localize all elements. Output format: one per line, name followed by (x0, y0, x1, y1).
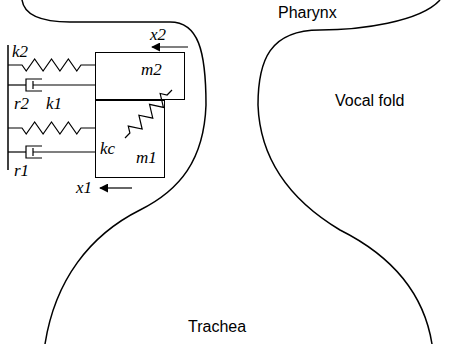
left-fold-outline (22, 0, 206, 344)
mass-label: m2 (141, 61, 162, 80)
mass-block: m2 (95, 52, 185, 100)
mass-label: m1 (136, 149, 157, 168)
damper-r1 (8, 146, 95, 158)
region-label: Trachea (188, 318, 246, 336)
stiffness-label: kc (100, 140, 115, 159)
displacement-label: x2 (150, 26, 166, 45)
right-fold-outline (258, 0, 440, 344)
damping-label: r2 (14, 95, 29, 114)
damping-label: r1 (14, 162, 29, 181)
spring-damper-group (8, 59, 172, 158)
stiffness-label: k1 (46, 95, 62, 114)
x2-arrow (152, 46, 188, 47)
x1-arrow (100, 187, 132, 188)
spring-k1 (8, 122, 95, 134)
stiffness-label: k2 (12, 43, 28, 62)
displacement-label: x1 (76, 179, 92, 198)
fixed-wall (7, 45, 9, 170)
region-label: Vocal fold (335, 92, 404, 110)
mass-block: m1 (95, 100, 165, 178)
region-label: Pharynx (278, 4, 337, 22)
damper-r2 (8, 79, 95, 91)
